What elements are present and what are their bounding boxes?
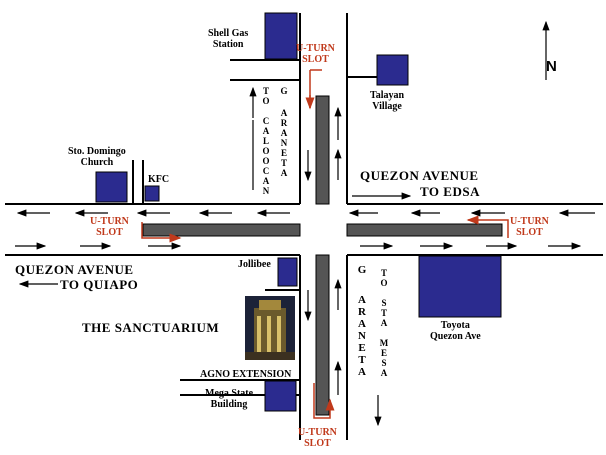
jollibee-label: Jollibee — [238, 259, 271, 270]
quezon-avenue-edsa-label: QUEZON AVENUE — [360, 168, 479, 183]
sto-domingo-church-label: Sto. Domingo Church — [68, 146, 126, 168]
u-turn-label-left: U-TURN SLOT — [90, 216, 129, 238]
sanctuarium-label: THE SANCTUARIUM — [82, 320, 220, 335]
mega-state-building-label: Mega State Building — [205, 388, 254, 410]
g-bottom-label: G — [357, 264, 367, 276]
medians — [142, 95, 503, 416]
traffic-arrows — [15, 20, 595, 427]
north-label: N — [546, 58, 557, 75]
quezon-avenue-quiapo-label: QUEZON AVENUE — [15, 262, 134, 277]
u-turn-paths — [141, 69, 509, 419]
kfc-label: KFC — [148, 174, 170, 185]
buildings — [95, 12, 502, 412]
toyota-quezon-ave-label: Toyota Quezon Ave — [430, 320, 481, 342]
to-quiapo-label: TO QUIAPO — [60, 277, 139, 292]
u-turn-label-right: U-TURN SLOT — [510, 216, 549, 238]
u-turn-label-top: U-TURN SLOT — [296, 43, 335, 65]
to-edsa-label: TO EDSA — [420, 184, 480, 199]
road-edges — [5, 13, 603, 440]
talayan-village-label: Talayan Village — [370, 90, 405, 112]
shell-gas-station-label: Shell Gas Station — [208, 28, 249, 50]
g-top-label: G — [280, 86, 288, 96]
agno-extension-label: AGNO EXTENSION — [200, 369, 292, 380]
u-turn-label-bottom: U-TURN SLOT — [298, 427, 337, 449]
sanctuarium-building-image — [245, 296, 295, 360]
